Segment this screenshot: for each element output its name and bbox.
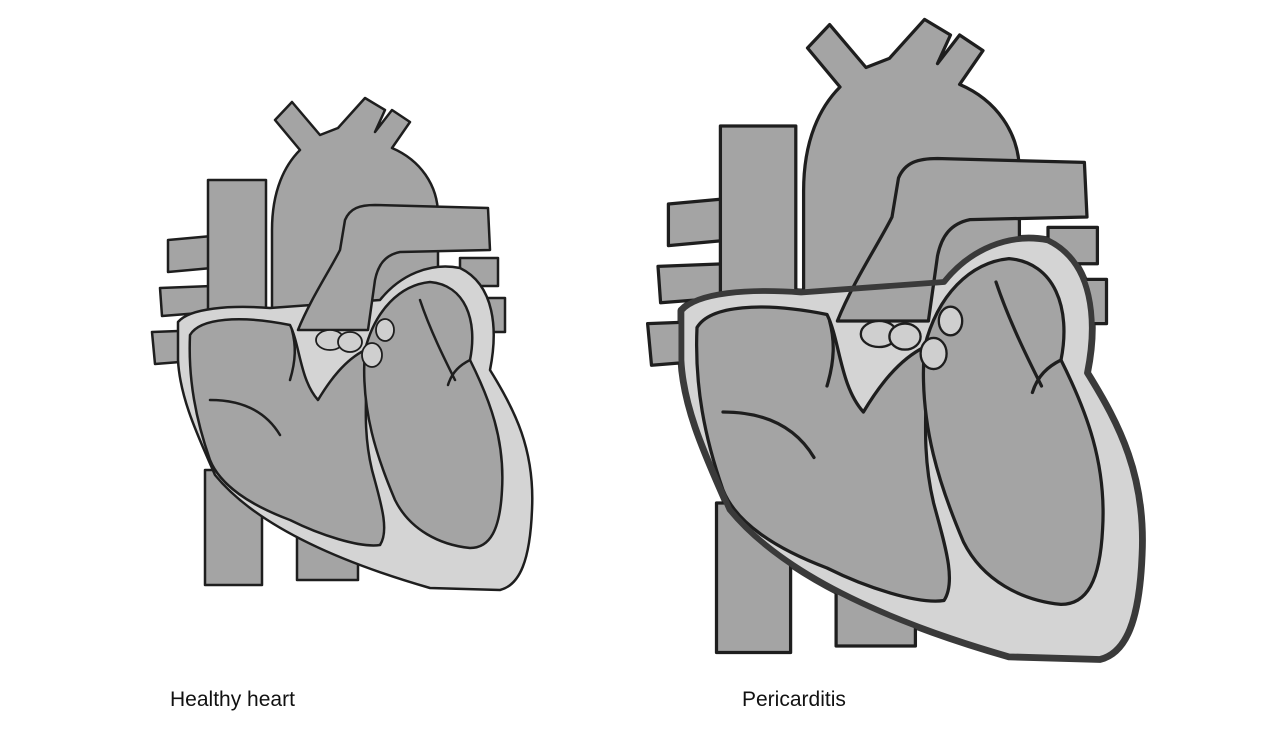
healthy-heart-label: Healthy heart [170,688,295,711]
pericarditis-label: Pericarditis [742,688,846,711]
healthy-heart [150,96,534,592]
pericarditis-heart [645,17,1146,663]
